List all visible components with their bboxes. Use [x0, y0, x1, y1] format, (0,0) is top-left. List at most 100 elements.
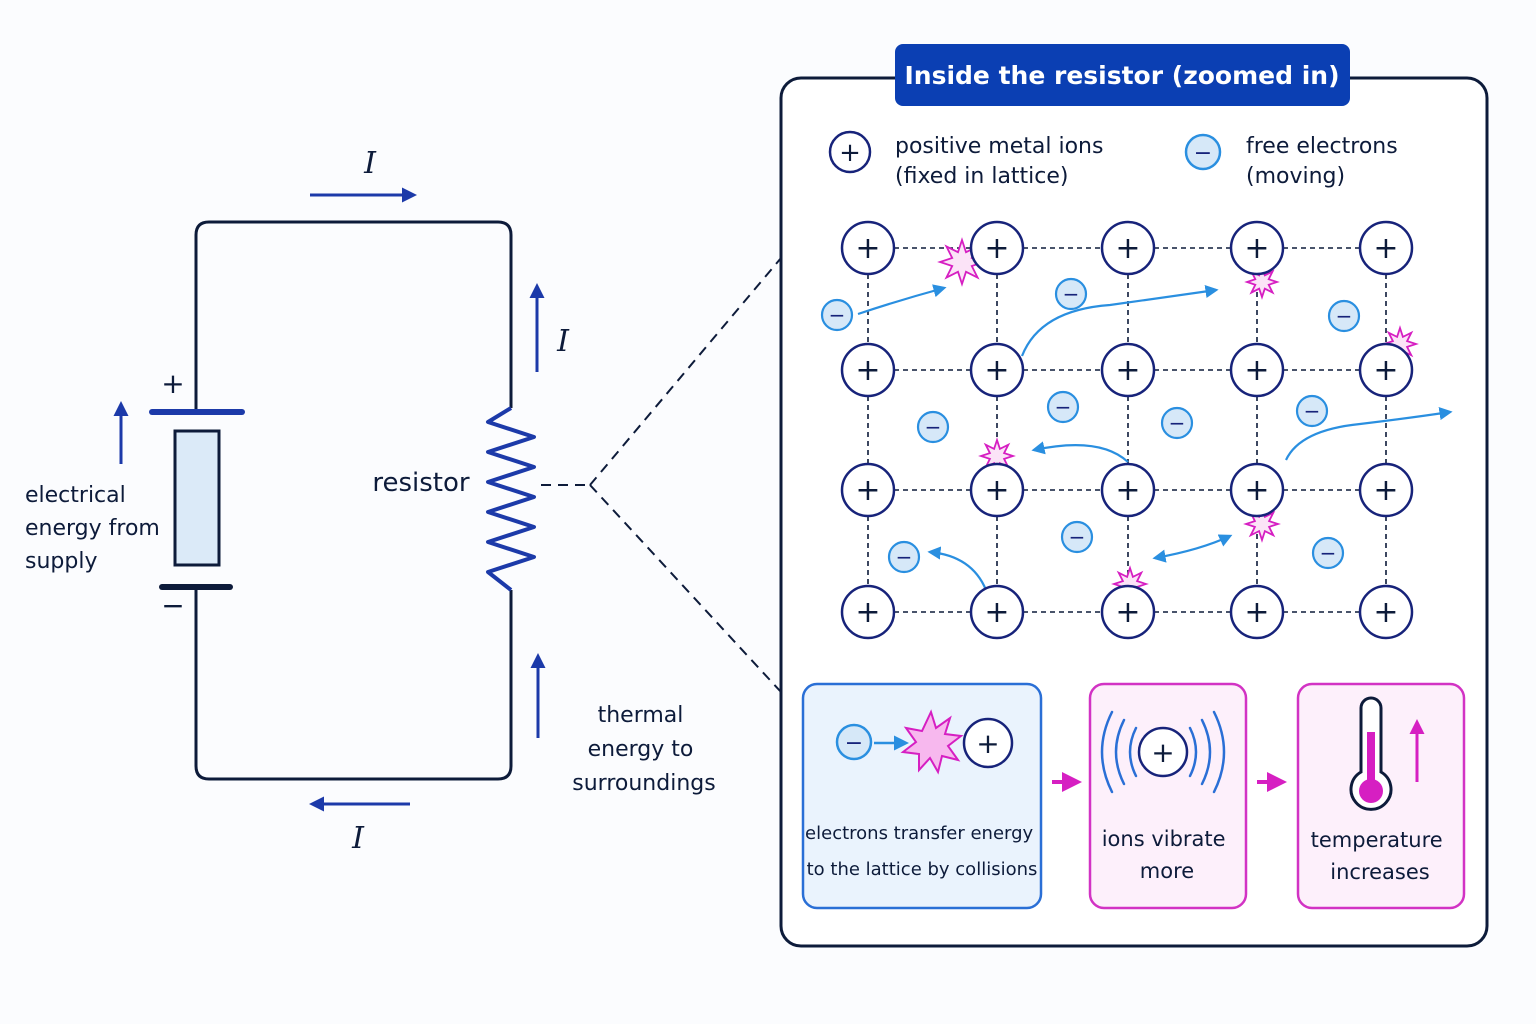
metal-ion-symbol: + [855, 353, 880, 388]
free-electron-symbol: − [1069, 525, 1086, 549]
electron-path-arrow [1031, 441, 1129, 463]
svg-text:+: + [1151, 736, 1174, 769]
metal-ion [840, 584, 896, 640]
thermometer-icon [1349, 696, 1393, 811]
legend-ion-icon [828, 130, 872, 174]
circuit: + − resistor I I I electrical energy fro… [25, 146, 782, 856]
metal-ion [1358, 342, 1414, 398]
free-electron-symbol: − [1055, 395, 1072, 419]
svg-text:−: − [1194, 141, 1212, 166]
metal-ion-symbol: + [855, 231, 880, 266]
metal-ion [1229, 342, 1285, 398]
legend: + positive metal ions (fixed in lattice)… [828, 130, 1405, 189]
supply-label: electrical energy from supply [25, 483, 167, 574]
metal-ion-symbol: + [1115, 231, 1140, 266]
positive-terminal-label: + [161, 367, 184, 400]
free-electron [1327, 299, 1361, 333]
electron-path-arrow [1020, 284, 1219, 357]
free-electron [1054, 277, 1088, 311]
step1-electron-icon [835, 723, 873, 761]
battery: + − [149, 367, 245, 622]
metal-ion [1229, 220, 1285, 276]
metal-ion-symbol: + [1373, 595, 1398, 630]
metal-ion-symbol: + [1373, 473, 1398, 508]
metal-ion [1100, 462, 1156, 518]
zoom-title: Inside the resistor (zoomed in) [904, 61, 1339, 90]
metal-ion-symbol: + [1244, 473, 1269, 508]
metal-ion [840, 462, 896, 518]
metal-ion [840, 220, 896, 276]
free-electron-symbol: − [1063, 282, 1080, 306]
electron-path-arrow [927, 546, 988, 591]
svg-text:−: − [845, 731, 863, 756]
legend-ion-label: positive metal ions (fixed in lattice) [895, 134, 1110, 189]
current-label-top: I [363, 146, 377, 181]
metal-ion-symbol: + [1373, 231, 1398, 266]
metal-ion-symbol: + [1244, 595, 1269, 630]
free-electron [820, 298, 854, 332]
metal-ion [1358, 220, 1414, 276]
metal-ion-symbol: + [1115, 473, 1140, 508]
metal-ion [1358, 462, 1414, 518]
free-electron [1295, 394, 1329, 428]
battery-cell [173, 429, 221, 567]
step1-ion-icon [962, 717, 1014, 769]
free-electron-symbol: − [896, 545, 913, 569]
step-vibration-box [1088, 682, 1248, 910]
metal-ion [1100, 220, 1156, 276]
free-electron-symbol: − [1304, 399, 1321, 423]
zoom-callout-lines [541, 257, 782, 693]
ion-lattice: ++++++++++++++++++++−−−−−−−−−− [820, 220, 1453, 640]
metal-ion-symbol: + [1244, 353, 1269, 388]
legend-electron-label: free electrons (moving) [1246, 134, 1405, 189]
circuit-wire [194, 220, 513, 781]
metal-ion [969, 584, 1025, 640]
free-electron-symbol: − [829, 303, 846, 327]
electron-path-arrow [1152, 534, 1233, 563]
free-electron [1046, 390, 1080, 424]
free-electron [887, 540, 921, 574]
electron-path-arrow [1285, 407, 1453, 461]
metal-ion [1229, 584, 1285, 640]
legend-electron-icon [1184, 133, 1222, 171]
collision-burst-icon [900, 709, 964, 775]
metal-ion [1358, 584, 1414, 640]
resistor-symbol [486, 406, 536, 592]
metal-ion-symbol: + [1115, 595, 1140, 630]
metal-ion-symbol: + [984, 231, 1009, 266]
step-vibration-text: ions vibrate more [1102, 827, 1233, 883]
process-steps: − + electrons transfer energy to the lat… [801, 682, 1466, 910]
free-electron-symbol: − [925, 415, 942, 439]
current-label-bottom: I [351, 821, 365, 856]
metal-ion-symbol: + [855, 473, 880, 508]
free-electron-symbol: − [1169, 411, 1186, 435]
metal-ion-symbol: + [984, 473, 1009, 508]
step-temperature-text: temperature increases [1311, 828, 1450, 884]
zoom-title-banner [895, 44, 1350, 106]
resistor-label: resistor [372, 468, 470, 498]
vibration-waves-icon [1100, 710, 1226, 794]
vibrating-ion-icon [1137, 726, 1189, 778]
thermal-label: thermal energy to surroundings [572, 703, 715, 796]
negative-terminal-label: − [161, 589, 184, 622]
free-electron [916, 410, 950, 444]
metal-ion-symbol: + [984, 595, 1009, 630]
metal-ion [969, 220, 1025, 276]
current-label-right: I [556, 324, 570, 359]
metal-ion [840, 342, 896, 398]
zoom-panel: Inside the resistor (zoomed in) + positi… [779, 44, 1489, 948]
metal-ion-symbol: + [1115, 353, 1140, 388]
electron-path-arrow [857, 284, 947, 316]
free-electron [1311, 536, 1345, 570]
free-electron [1160, 406, 1194, 440]
free-electron [1060, 520, 1094, 554]
metal-ion-symbol: + [855, 595, 880, 630]
metal-ion-symbol: + [1373, 353, 1398, 388]
free-electron-symbol: − [1336, 304, 1353, 328]
step-collisions-text: electrons transfer energy to the lattice… [805, 823, 1039, 880]
metal-ion-symbol: + [984, 353, 1009, 388]
metal-ion [969, 342, 1025, 398]
metal-ion-symbol: + [1244, 231, 1269, 266]
metal-ion [1100, 584, 1156, 640]
